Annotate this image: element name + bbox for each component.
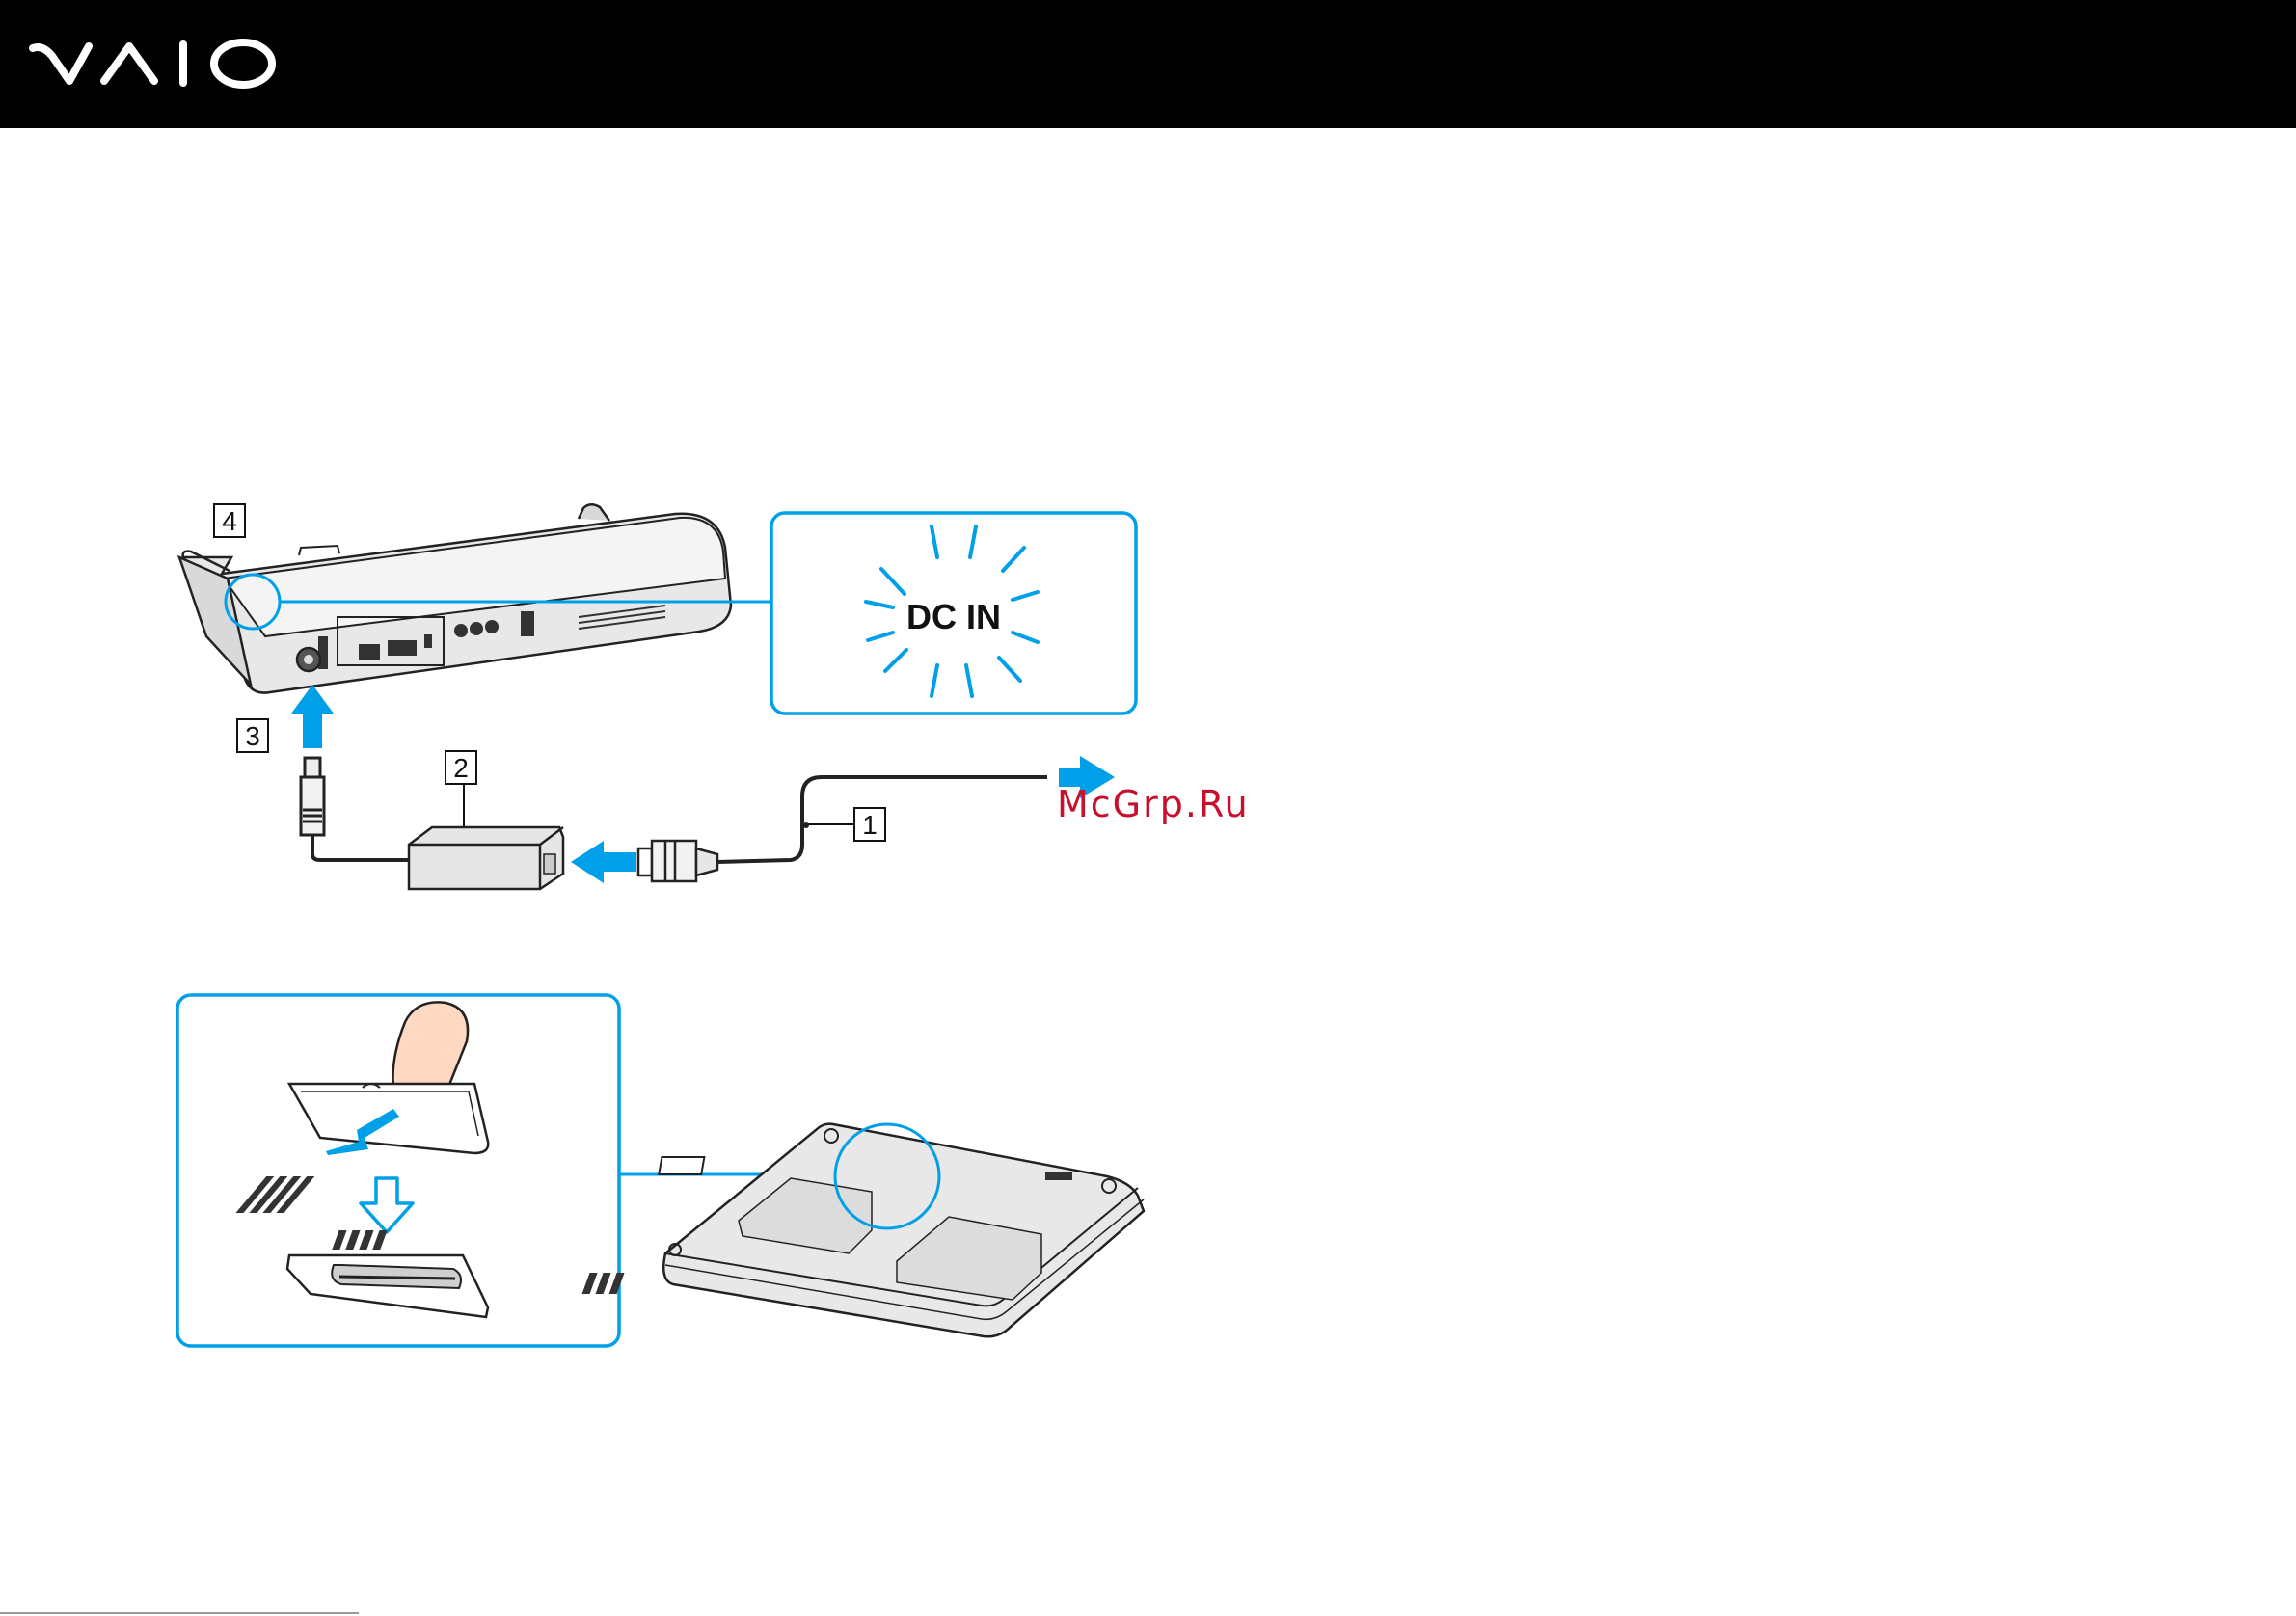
dc-plug-cable <box>301 758 409 860</box>
svg-text:2: 2 <box>453 753 469 783</box>
power-cord-plug <box>638 841 717 881</box>
ac-adapter-icon <box>409 827 563 889</box>
step-box-4: 4 <box>214 504 245 537</box>
svg-text:4: 4 <box>222 506 237 536</box>
watermark-text: McGrp.Ru <box>1057 783 1250 825</box>
step-box-1: 1 <box>854 808 885 841</box>
step-box-3: 3 <box>237 719 268 752</box>
svg-text:1: 1 <box>862 810 878 840</box>
dc-in-label: DC IN <box>906 597 1001 636</box>
port-replicator-illustration <box>179 504 771 692</box>
svg-text:3: 3 <box>245 721 260 751</box>
footer-rule <box>0 1612 359 1614</box>
step-box-2: 2 <box>446 751 476 784</box>
up-arrow-icon <box>291 685 334 748</box>
dc-in-callout: DC IN <box>771 513 1136 714</box>
left-arrow-icon <box>571 841 636 883</box>
